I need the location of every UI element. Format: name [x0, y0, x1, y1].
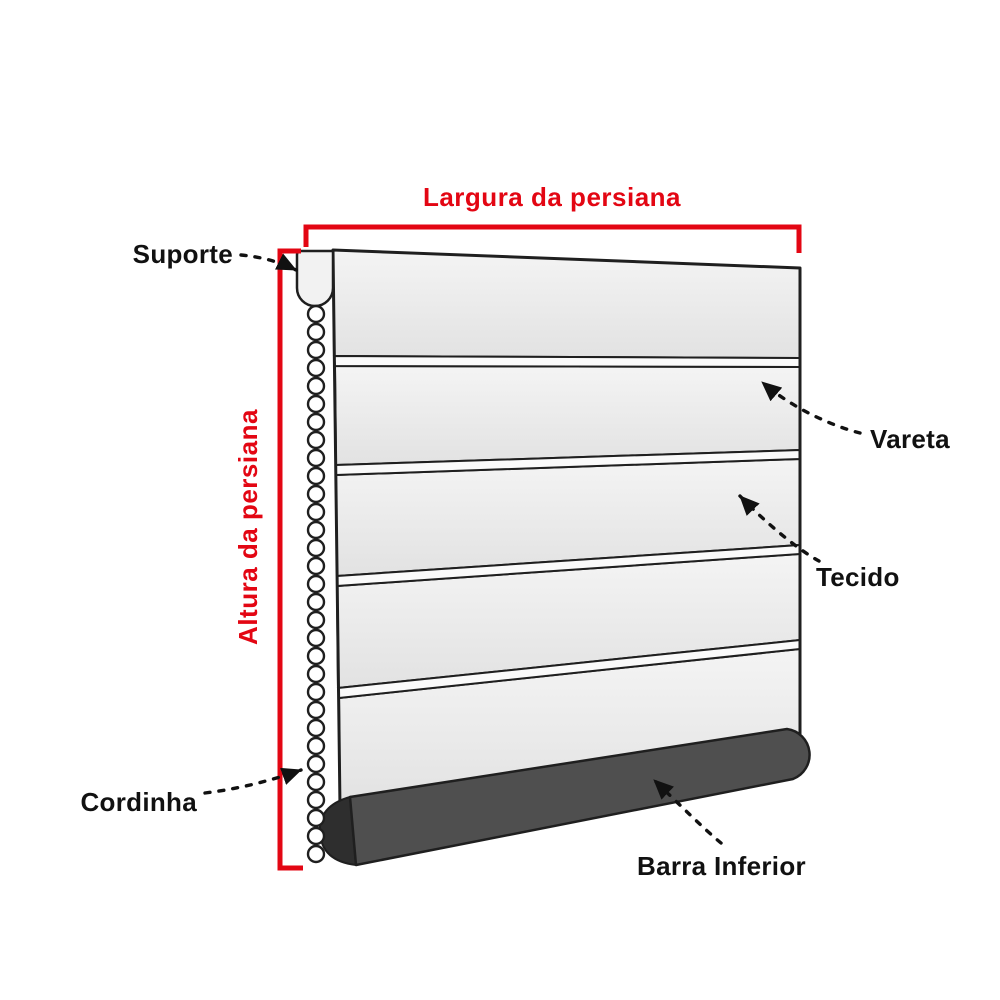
chain-bead	[306, 718, 326, 738]
chain-bead	[306, 358, 326, 378]
chain-bead	[306, 412, 326, 432]
barra-inferior-arrow	[652, 778, 723, 845]
chain-bead	[306, 574, 326, 594]
suporte-arrow	[239, 253, 298, 272]
tecido-label: Tecido	[816, 562, 900, 592]
chain-bead	[306, 736, 326, 756]
chain	[306, 304, 326, 864]
chain-bead	[306, 430, 326, 450]
slat-2	[333, 364, 801, 467]
chain-bead	[306, 700, 326, 720]
chain-bead	[306, 754, 326, 774]
chain-bead	[306, 628, 326, 648]
vareta-label: Vareta	[870, 424, 950, 454]
chain-bead	[306, 610, 326, 630]
chain-bead	[306, 394, 326, 414]
chain-bead	[306, 484, 326, 504]
width-bracket	[303, 224, 802, 253]
chain-bead	[306, 808, 326, 828]
chain-bead	[306, 340, 326, 360]
chain-bead	[306, 646, 326, 666]
chain-bead	[306, 844, 326, 864]
chain-bead	[306, 466, 326, 486]
chain-bead	[306, 376, 326, 396]
height-bracket	[277, 248, 303, 871]
barra-inferior-label: Barra Inferior	[637, 851, 806, 881]
chain-bead	[306, 520, 326, 540]
chain-bead	[306, 538, 326, 558]
cordinha-label: Cordinha	[80, 787, 197, 817]
bottom-bar	[348, 727, 811, 867]
height-measure-label: Altura da persiana	[233, 409, 263, 645]
chain-bead	[306, 664, 326, 684]
support-bracket	[295, 249, 335, 308]
chain-bead	[306, 682, 326, 702]
chain-bead	[306, 448, 326, 468]
chain-bead	[306, 790, 326, 810]
chain-bead	[306, 772, 326, 792]
height-measure: Altura da persiana	[233, 248, 303, 871]
blind	[295, 248, 811, 867]
chain-bead	[306, 592, 326, 612]
chain-bead	[306, 502, 326, 522]
width-measure: Largura da persiana	[303, 182, 802, 253]
chain-bead	[306, 826, 326, 846]
tecido-arrow	[738, 494, 821, 563]
suporte-label: Suporte	[133, 239, 233, 269]
rod-pocket-1	[332, 354, 801, 369]
chain-bead	[306, 304, 326, 324]
vareta-arrow	[760, 380, 862, 435]
callouts: Suporte Vareta Tecido Cordinha Barra Inf…	[80, 239, 950, 881]
cordinha-arrow	[203, 767, 303, 795]
chain-bead	[306, 322, 326, 342]
chain-bead	[306, 556, 326, 576]
width-measure-label: Largura da persiana	[423, 182, 681, 212]
